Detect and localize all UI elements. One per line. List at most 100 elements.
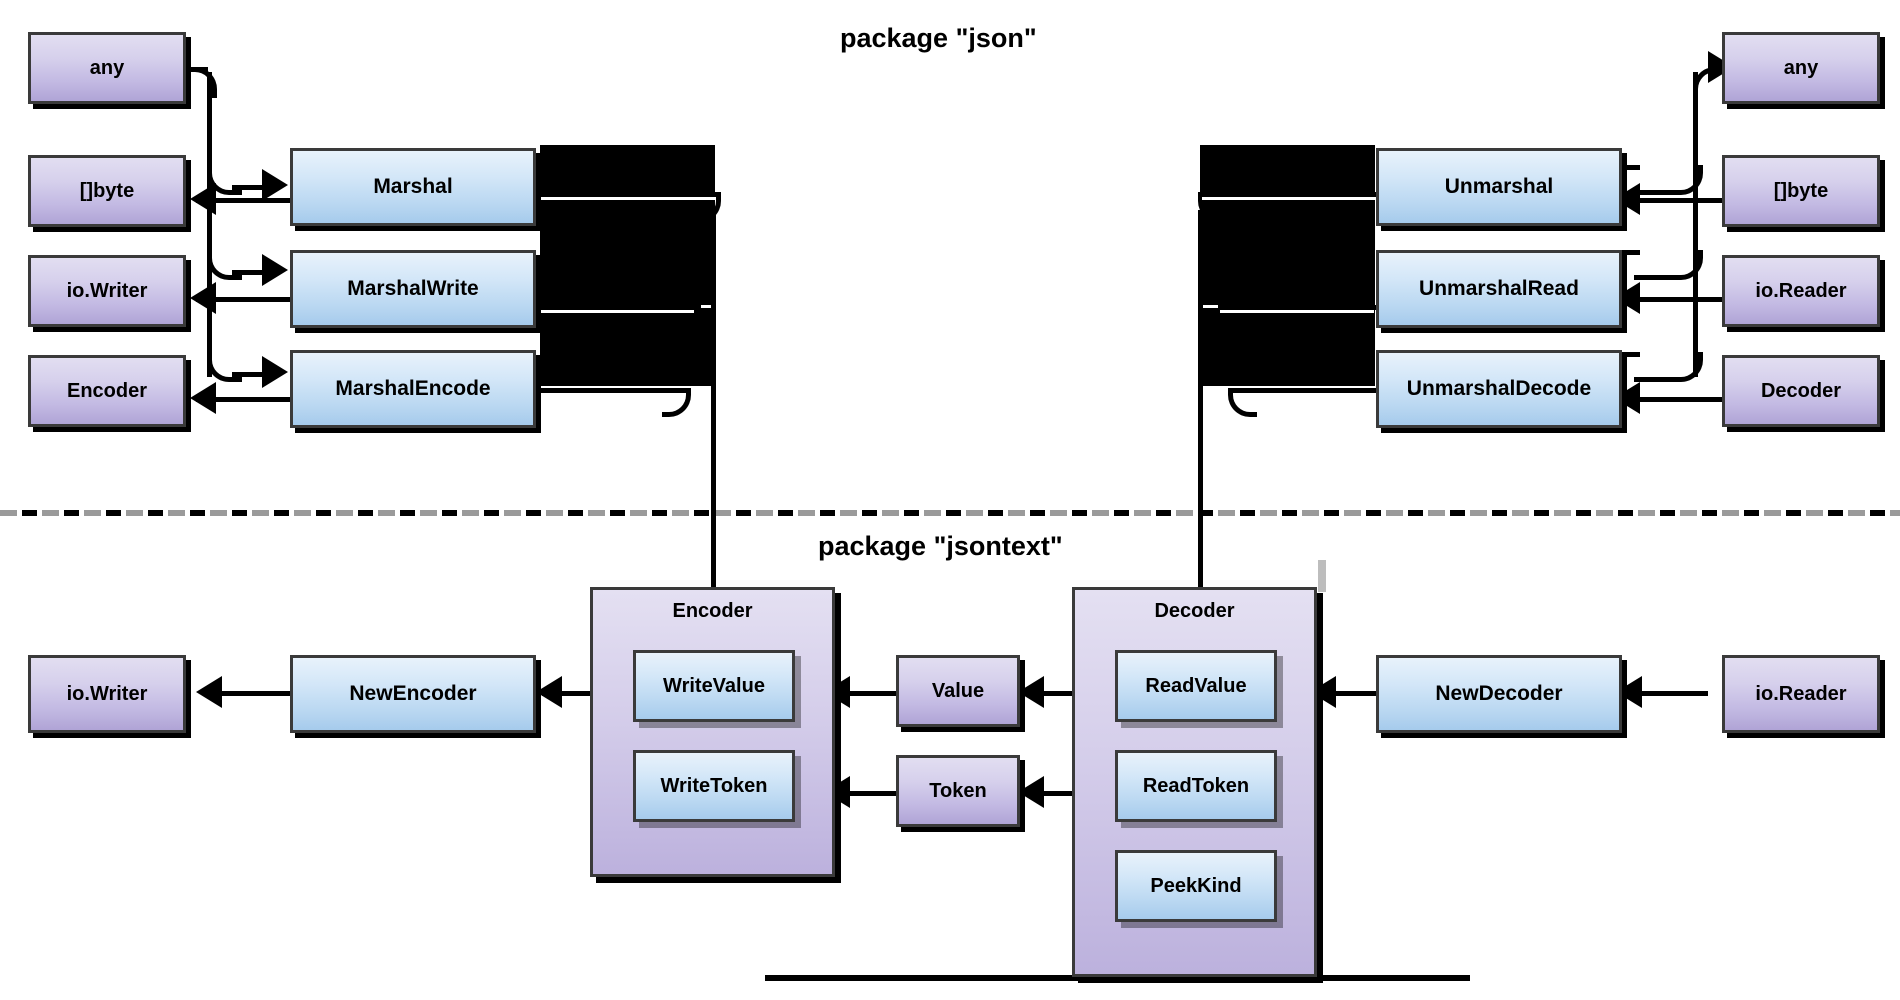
type-label: io.Writer: [66, 280, 148, 302]
connector-elbow: [1634, 352, 1703, 382]
type-box-any-right[interactable]: any: [1722, 32, 1880, 104]
connector-unmarshal-any-spine: [1693, 72, 1698, 377]
package-divider: [0, 510, 1900, 516]
method-box-writevalue[interactable]: WriteValue: [633, 650, 795, 722]
connector-separator: [1202, 197, 1374, 200]
render-artifact-block: [1200, 308, 1375, 386]
arrow-to-iowriter: [190, 282, 216, 314]
connector-separator: [1220, 310, 1374, 313]
func-label: UnmarshalRead: [1419, 277, 1579, 301]
func-box-marshal[interactable]: Marshal: [290, 148, 536, 226]
bottom-baseline: [765, 975, 1470, 981]
method-box-readtoken[interactable]: ReadToken: [1115, 750, 1277, 822]
render-artifact-block: [540, 200, 715, 305]
encoder-group[interactable]: Encoder WriteValue WriteToken: [590, 587, 835, 877]
connector-elbow: [207, 250, 242, 280]
connector-unmarshaldecode-out: [1228, 388, 1378, 393]
type-label: io.Reader: [1755, 280, 1847, 302]
connector-marshalwrite-out: [536, 305, 696, 310]
connector-elbow: [207, 165, 242, 195]
connector-unmarshal-ret: [1620, 165, 1640, 170]
connector-elbow: [1634, 250, 1703, 280]
connector-to-marshal: [232, 185, 272, 190]
connector-newdecoder-to-decoder: [1322, 691, 1388, 696]
connector-ioreader-to-unmarshalread: [1622, 297, 1722, 302]
arrow-to-marshalwrite: [262, 254, 288, 286]
decoder-group[interactable]: Decoder ReadValue ReadToken PeekKind: [1072, 587, 1317, 977]
type-box-bytes-left[interactable]: []byte: [28, 155, 186, 227]
func-box-unmarshaldecode[interactable]: UnmarshalDecode: [1376, 350, 1622, 428]
type-box-bytes-right[interactable]: []byte: [1722, 155, 1880, 227]
package-jsontext-title: package "jsontext": [818, 531, 1063, 561]
connector-unmarshaldecode-ret: [1620, 352, 1640, 357]
arrow-to-token: [1018, 776, 1044, 808]
connector-elbow: [1228, 388, 1257, 417]
func-box-newdecoder[interactable]: NewDecoder: [1376, 655, 1622, 733]
connector-elbow: [207, 352, 242, 382]
arrow-to-marshal: [262, 169, 288, 201]
func-label: Marshal: [373, 175, 453, 199]
render-artifact-block: [540, 308, 715, 386]
type-label: Value: [931, 680, 985, 702]
connector-decoder-to-unmarshaldecode: [1622, 397, 1722, 402]
type-label: []byte: [1773, 180, 1829, 202]
connector-elbow: [1634, 165, 1703, 195]
method-box-peekkind[interactable]: PeekKind: [1115, 850, 1277, 922]
method-label: WriteValue: [663, 675, 765, 697]
connector-newencoder-to-iowriter: [212, 691, 292, 696]
arrow-to-newencoder: [536, 676, 562, 708]
connector-encoder-to-newencoder: [542, 691, 602, 696]
type-label: any: [89, 57, 125, 79]
connector-separator: [540, 197, 712, 200]
type-label: Encoder: [66, 380, 148, 402]
render-artifact-block: [1200, 200, 1375, 305]
connector-bundle-spine: [711, 210, 716, 590]
package-json-title: package "json": [840, 23, 1037, 53]
func-label: Unmarshal: [1444, 175, 1554, 199]
type-box-iowriter-bottom[interactable]: io.Writer: [28, 655, 186, 733]
type-box-ioreader-bottom[interactable]: io.Reader: [1722, 655, 1880, 733]
method-label: ReadToken: [1142, 775, 1250, 797]
connector-token-to-writetoken: [836, 791, 902, 796]
func-box-marshalwrite[interactable]: MarshalWrite: [290, 250, 536, 328]
type-label: Token: [929, 780, 987, 802]
render-artifact-tick: [1318, 560, 1326, 592]
func-label: NewEncoder: [349, 682, 477, 706]
connector-into-encoder-group: [711, 560, 716, 588]
connector-readtoken-to-token: [1028, 791, 1108, 796]
func-box-newencoder[interactable]: NewEncoder: [290, 655, 536, 733]
type-box-ioreader-right[interactable]: io.Reader: [1722, 255, 1880, 327]
method-box-readvalue[interactable]: ReadValue: [1115, 650, 1277, 722]
arrow-to-marshalencode: [262, 356, 288, 388]
func-label: UnmarshalDecode: [1406, 377, 1592, 401]
method-box-writetoken[interactable]: WriteToken: [633, 750, 795, 822]
connector-elbow: [662, 388, 691, 417]
type-box-value[interactable]: Value: [896, 655, 1020, 727]
connector-marshalencode-to-encoder: [196, 397, 292, 402]
type-box-encoder-left[interactable]: Encoder: [28, 355, 186, 427]
connector-to-marshalwrite: [232, 270, 272, 275]
connector-value-to-writevalue: [836, 691, 902, 696]
type-box-token[interactable]: Token: [896, 755, 1020, 827]
connector-to-marshalencode: [232, 372, 272, 377]
connector-marshalencode-out: [536, 388, 686, 393]
type-label: io.Reader: [1755, 683, 1847, 705]
type-box-iowriter-left[interactable]: io.Writer: [28, 255, 186, 327]
connector-unmarshalread-out: [1218, 305, 1378, 310]
type-label: []byte: [79, 180, 135, 202]
func-box-marshalencode[interactable]: MarshalEncode: [290, 350, 536, 428]
func-box-unmarshal[interactable]: Unmarshal: [1376, 148, 1622, 226]
type-label: io.Writer: [66, 683, 148, 705]
type-box-decoder-right[interactable]: Decoder: [1722, 355, 1880, 427]
connector-ioreader-to-newdecoder: [1628, 691, 1708, 696]
type-label: any: [1783, 57, 1819, 79]
func-box-unmarshalread[interactable]: UnmarshalRead: [1376, 250, 1622, 328]
connector-elbow: [186, 67, 217, 98]
func-label: NewDecoder: [1435, 682, 1563, 706]
type-box-any-left[interactable]: any: [28, 32, 186, 104]
method-label: WriteToken: [660, 775, 768, 797]
connector-readvalue-to-value: [1028, 691, 1108, 696]
arrow-to-iowriter-bottom: [196, 676, 222, 708]
connector-bytes-to-unmarshal: [1622, 198, 1722, 203]
